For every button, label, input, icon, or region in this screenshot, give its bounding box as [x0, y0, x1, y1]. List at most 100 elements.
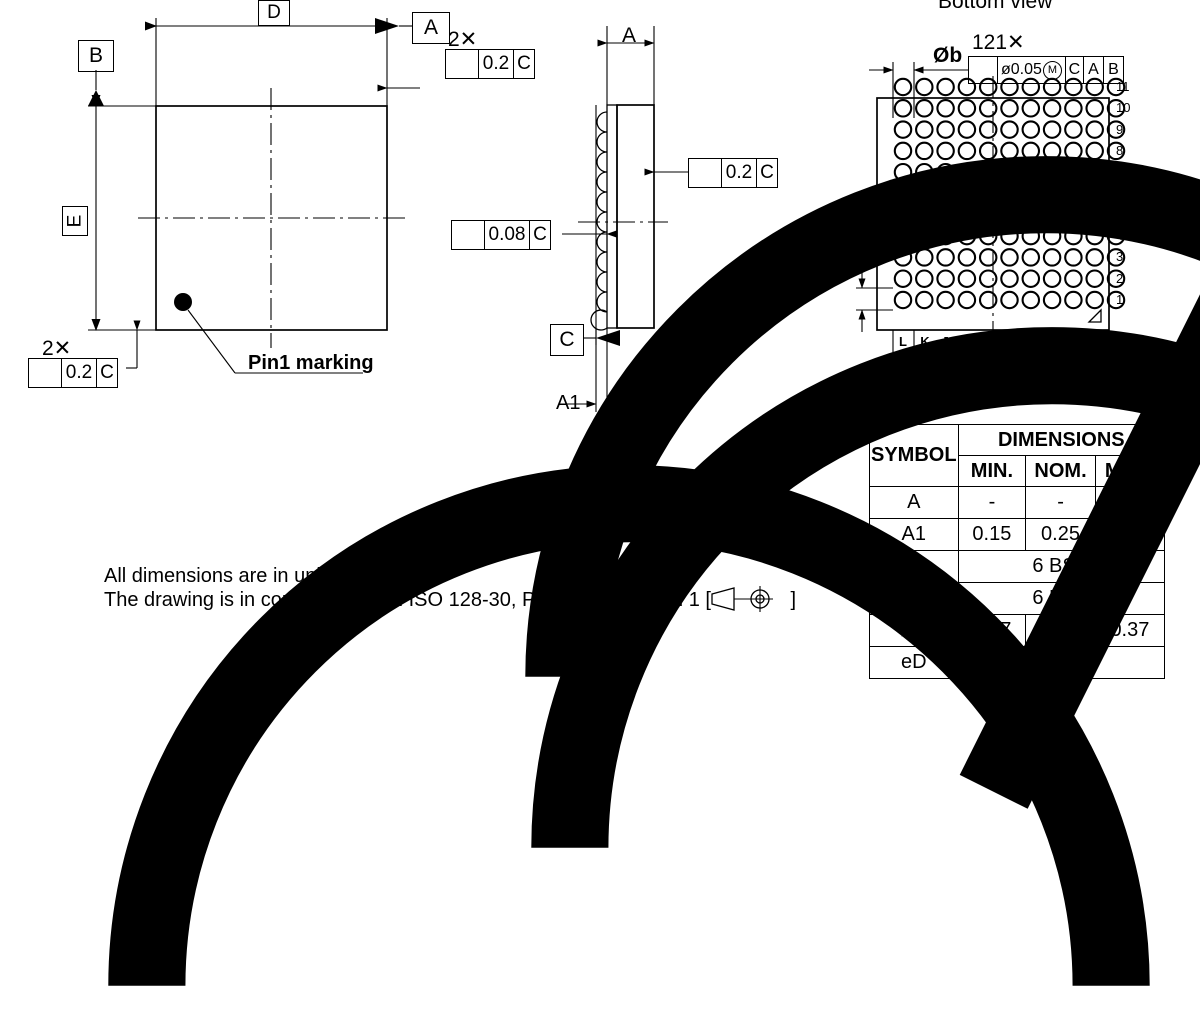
solder-ball — [1106, 290, 1126, 310]
fcf-parallel-datum: C — [760, 162, 774, 183]
solder-ball — [1021, 77, 1041, 97]
solder-ball — [1000, 120, 1019, 139]
datum-b-box: B — [78, 40, 114, 72]
fcf-bottom-frame: 0.2 C — [28, 358, 1150, 986]
note-line-2-wrap: The drawing is in compliance with ISO 12… — [104, 589, 796, 612]
table-cell-symbol: A — [869, 486, 959, 519]
pin1-corner-triangle — [1087, 308, 1102, 323]
solder-ball — [1064, 99, 1083, 118]
solder-ball — [1000, 290, 1019, 310]
datum-a-label: A — [423, 16, 438, 39]
solder-ball — [936, 141, 955, 161]
table-header-row-1: SYMBOL DIMENSIONS — [869, 424, 1166, 487]
row-label: 7 — [1116, 164, 1124, 180]
row-label: 2 — [1116, 270, 1124, 286]
solder-ball — [957, 120, 977, 139]
solder-ball — [978, 77, 998, 97]
fcf-position-datum-b: B — [1108, 61, 1119, 78]
profile-of-surface-icon-3 — [452, 221, 1200, 848]
solder-ball — [1085, 248, 1104, 267]
solder-ball — [1021, 99, 1041, 118]
solder-ball — [1064, 120, 1083, 139]
cone-glyph — [711, 587, 735, 611]
column-label: L — [899, 334, 907, 349]
row-label: 11 — [1116, 79, 1130, 94]
note-suffix: ] — [790, 589, 797, 611]
header-symbol: SYMBOL — [869, 424, 959, 487]
table-cell: 0.25 — [1025, 518, 1096, 551]
pitch-ee-box: eE — [828, 205, 854, 237]
solder-ball — [1042, 120, 1062, 139]
column-label: J — [941, 334, 949, 349]
fcf-position-datum-a: A — [1084, 57, 1104, 83]
fcf-profile-datum: C — [533, 224, 547, 245]
datum-a-box: A — [412, 12, 450, 44]
table-cell-symbol: Øb — [869, 614, 959, 647]
profile-of-surface-icon-2 — [29, 359, 1150, 986]
table-cell: 0.15 — [957, 518, 1027, 551]
solder-ball — [1106, 269, 1126, 288]
mechanical-drawing-canvas: D E A B 2✕ 0.2 C 2✕ 0.2 C Pin1 marking A… — [28, 0, 1200, 986]
row-label: 4 — [1116, 228, 1124, 244]
table-cell-symbol: E — [869, 582, 959, 615]
fcf-position-datum-c: C — [1066, 57, 1084, 83]
fcf-position-frame: ø0.05 M C A B — [968, 56, 1124, 84]
profile-of-surface-icon — [446, 50, 1200, 677]
pin1-leader — [187, 309, 236, 374]
solder-ball — [915, 120, 934, 139]
solder-ball — [957, 269, 977, 288]
fcf-bottom-datum: C — [100, 362, 114, 383]
position-icon — [969, 57, 998, 83]
solder-ball — [1106, 248, 1126, 267]
solder-ball — [957, 141, 977, 161]
solder-ball — [1021, 269, 1041, 288]
fcf-top-count: 2✕ — [448, 28, 478, 51]
table-cell: 1.3 — [1094, 486, 1166, 519]
projection-method-symbol — [711, 586, 773, 612]
column-label: K — [920, 334, 930, 349]
datum-triangle-b — [88, 90, 104, 106]
solder-ball — [1064, 290, 1083, 310]
mmc-modifier-icon: M — [1042, 60, 1062, 80]
substrate-side — [606, 104, 618, 329]
solder-ball — [1106, 120, 1126, 139]
row-label: 1 — [1116, 292, 1124, 307]
column-label: H — [962, 334, 973, 349]
solder-ball — [915, 99, 934, 118]
solder-ball — [915, 141, 934, 161]
solder-ball — [1106, 99, 1126, 118]
solder-ball — [1085, 99, 1104, 118]
pitch-ed-box: eD — [944, 362, 986, 390]
datum-triangle-a — [375, 18, 399, 34]
top-view-group — [88, 18, 420, 374]
column-label: G — [984, 334, 995, 349]
column-label: D — [1048, 334, 1058, 349]
solder-ball — [936, 77, 955, 97]
solder-ball — [1064, 248, 1083, 267]
solder-ball — [893, 141, 913, 161]
fcf-profile-tol: 0.08 — [485, 221, 530, 249]
solder-ball — [1064, 269, 1083, 288]
fcf-position-tol: ø0.05 — [1001, 61, 1042, 78]
solder-ball — [936, 99, 955, 118]
solder-ball — [1000, 99, 1019, 118]
solder-ball — [1106, 77, 1126, 97]
table-header-row-2: MIN. NOM. MAX. — [870, 455, 1166, 487]
header-dimensions: DIMENSIONS — [957, 424, 1166, 456]
side-view-group — [562, 26, 688, 412]
row-label: 6 — [1116, 185, 1124, 201]
datum-triangle-c — [596, 330, 620, 346]
solder-ball — [915, 77, 934, 97]
row-label: 9 — [1116, 121, 1124, 137]
solder-ball — [936, 269, 955, 288]
solder-ball — [978, 290, 998, 310]
pin1-marking-label: Pin1 marking — [248, 352, 374, 374]
note-line-2: The drawing is in compliance with ISO 12… — [104, 589, 711, 611]
header-nom: NOM. — [1025, 455, 1096, 487]
